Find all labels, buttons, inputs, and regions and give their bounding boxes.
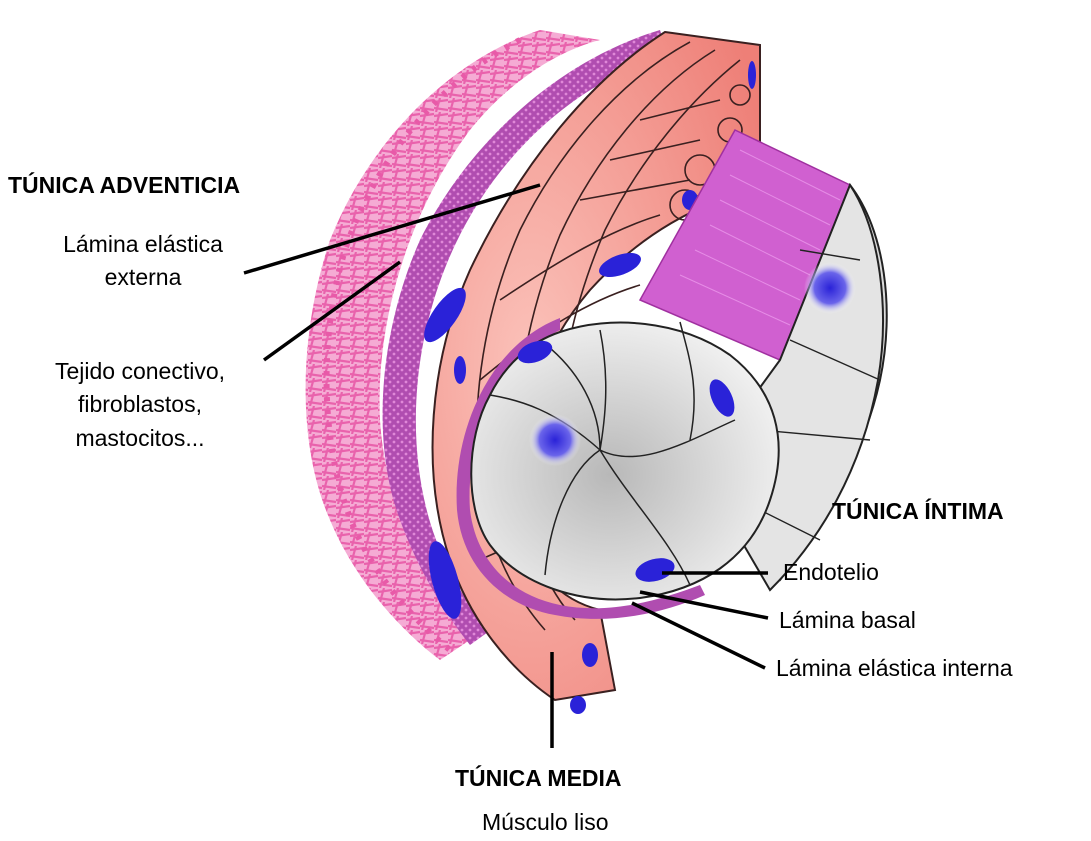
- tejido-line-2: fibroblastos,: [16, 388, 264, 421]
- tejido-line-1: Tejido conectivo,: [16, 355, 264, 388]
- tejido-line-3: mastocitos...: [16, 422, 264, 455]
- lamina-elastica-externa-label: Lámina elástica externa: [28, 228, 258, 295]
- tejido-conectivo-label: Tejido conectivo, fibroblastos, mastocit…: [16, 355, 264, 455]
- lamina-externa-line-2: externa: [28, 261, 258, 294]
- musculo-liso-label: Músculo liso: [482, 806, 609, 839]
- lumen-endothelium: [471, 322, 778, 599]
- lamina-externa-line-1: Lámina elástica: [28, 228, 258, 261]
- lamina-elastica-interna-label: Lámina elástica interna: [776, 652, 1013, 685]
- tunica-media-title: TÚNICA MEDIA: [455, 765, 622, 792]
- endotelio-label: Endotelio: [783, 556, 879, 589]
- lamina-basal-label: Lámina basal: [779, 604, 916, 637]
- tunica-adventicia-title: TÚNICA ADVENTICIA: [8, 172, 240, 199]
- tunica-intima-title: TÚNICA ÍNTIMA: [832, 498, 1004, 525]
